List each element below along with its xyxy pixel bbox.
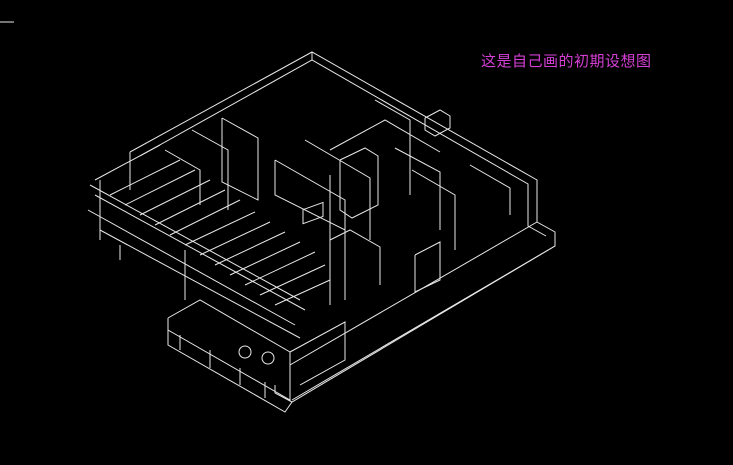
annotation-text: 这是自己画的初期设想图: [481, 52, 652, 70]
balcony: [167, 299, 346, 413]
outer-walls: [129, 51, 556, 403]
interior-walls: [164, 99, 511, 305]
pergola-beams: [87, 144, 331, 339]
